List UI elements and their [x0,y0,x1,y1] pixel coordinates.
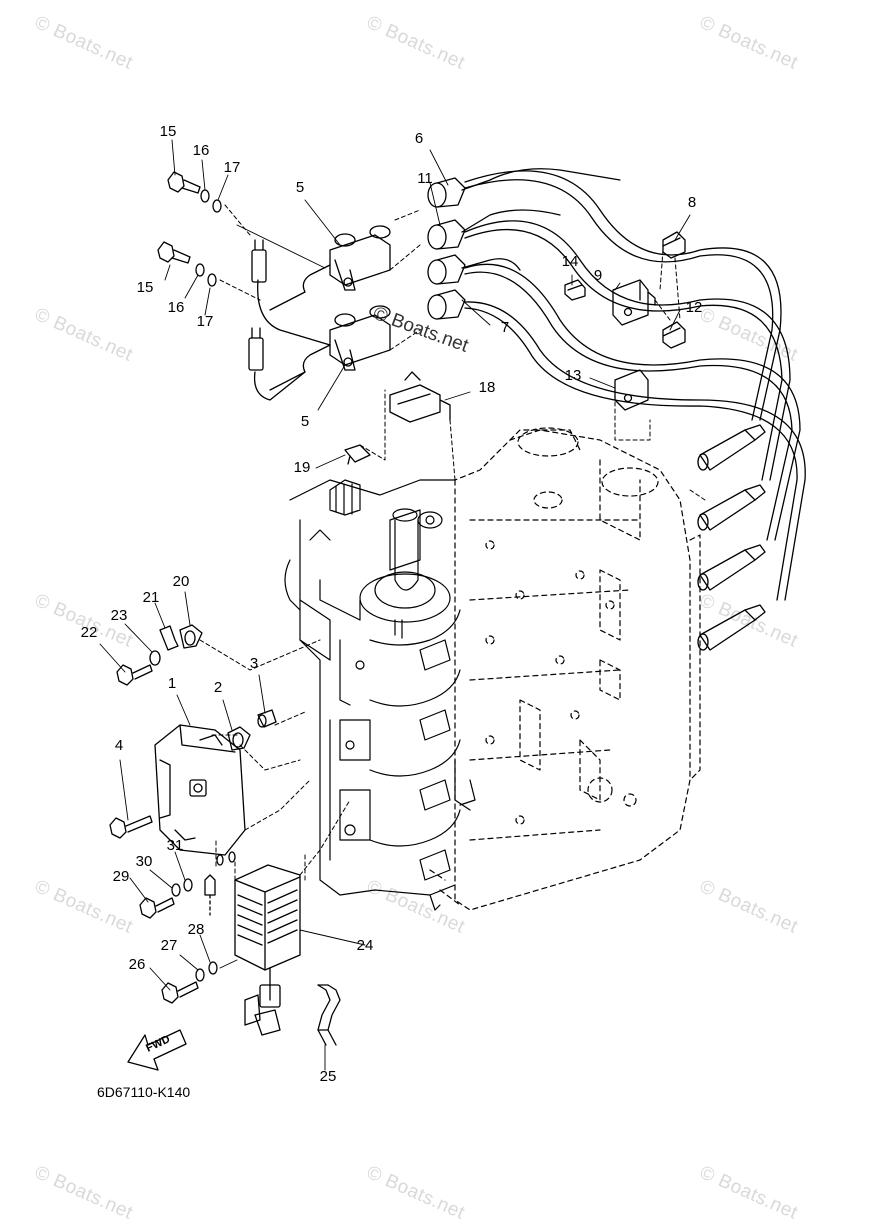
callout-11: 11 [417,170,433,187]
callout-21: 21 [143,589,160,606]
callout-8: 8 [688,194,696,211]
callout-27: 27 [161,937,178,954]
bolt-15a [167,171,201,194]
lead-clamp-8 [662,231,686,259]
washer-23 [149,650,161,666]
rectifier-regulator [234,864,301,1036]
washer-30 [171,883,181,897]
callout-28: 28 [188,921,205,938]
bolt-29 [139,897,175,919]
high-tension-leads [464,170,806,601]
spark-plug-cap-7b [427,289,466,320]
callout-31: 31 [167,837,184,854]
coil-bracket-18 [389,371,451,423]
callout-6: 6 [415,130,423,147]
callout-14: 14 [562,253,579,270]
exploded-parts-diagram: © Boats.net FWD 1 2 3 4 5 5 6 7 8 9 11 1… [81,123,806,1085]
callout-15: 15 [160,123,177,140]
callout-24: 24 [357,937,374,954]
callout-16b: 16 [168,299,185,316]
callout-1: 1 [168,675,176,692]
spark-plug-boot-3 [697,544,766,591]
collar-3 [257,709,277,728]
callout-13: 13 [565,367,582,384]
callout-23: 23 [111,607,128,624]
callout-2: 2 [214,679,222,696]
grommet-2 [227,726,251,751]
callout-20: 20 [173,573,190,590]
fwd-label: FWD [144,1033,172,1054]
callout-9: 9 [594,267,602,284]
bolt-15b [157,241,191,264]
spark-plug-cap-11 [427,209,561,250]
bolt-22 [116,664,153,686]
callouts: 1 2 3 4 5 5 6 7 8 9 11 12 13 14 15 15 16… [81,123,703,1085]
wire-terminal [204,851,236,916]
spark-plug-boot-2 [697,484,766,531]
washer-27 [195,968,205,982]
callout-17b: 17 [197,313,214,330]
callout-12: 12 [686,299,703,316]
lead-holder-9 [612,279,656,326]
callout-16: 16 [193,142,210,159]
callout-26: 26 [129,956,146,973]
callout-7: 7 [501,319,509,336]
callout-4: 4 [115,737,123,754]
callout-15b: 15 [137,279,154,296]
coil-harness [248,239,331,401]
callout-5: 5 [296,179,304,196]
lead-holder-13 [614,369,649,411]
diagram-code: 6D67110-K140 [97,1084,191,1100]
washer-17b [207,273,217,287]
washer-16b [195,263,205,277]
lead-clamp-12 [662,321,686,349]
bolt-26 [161,981,199,1004]
ignition-coil-upper [269,225,391,311]
bolt-4 [109,815,153,839]
callout-30: 30 [136,853,153,870]
callout-22: 22 [81,624,98,641]
callout-25: 25 [320,1068,337,1085]
callout-5b: 5 [301,413,309,430]
washer-31 [183,878,193,892]
engine-block [429,427,701,911]
grommet-20 [179,624,203,649]
callout-18: 18 [479,379,496,396]
callout-17: 17 [224,159,241,176]
spark-plug-cap-7a [427,254,521,285]
callout-29: 29 [113,868,130,885]
diagram-watermark: © Boats.net [370,303,471,357]
fwd-arrow [127,1029,187,1071]
callout-3: 3 [250,655,258,672]
washer-28 [208,961,218,975]
spark-plug-cap-6 [427,168,621,208]
spark-plug-boot-1 [697,424,766,471]
washer-17a [212,199,222,213]
spark-plug-boot-4 [697,604,766,651]
lead-clamp-14 [564,279,586,301]
engine-front [284,479,476,911]
bracket-21 [159,625,179,651]
callout-19: 19 [294,459,311,476]
clamp-25 [317,984,341,1046]
clip-19 [344,444,371,465]
washer-16a [200,189,210,203]
cdi-unit [154,724,246,856]
